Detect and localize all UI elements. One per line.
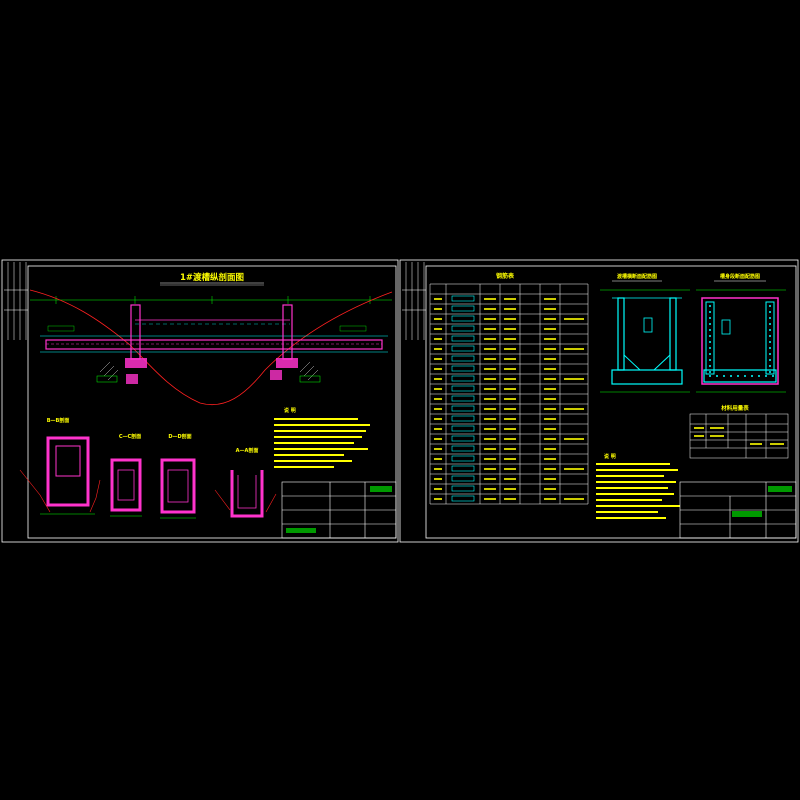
section-b-view: B—B剖面 <box>19 417 101 515</box>
top-dimension-line <box>30 296 392 304</box>
section-a-title: A—A剖面 <box>236 447 259 454</box>
section-a-view: A—A剖面 <box>214 447 277 518</box>
right-sheet-outer-frame <box>399 259 799 543</box>
trough-body-reinforcement-view: 槽身段断面配筋图 <box>696 273 786 393</box>
rebar-table: 钢筋表 <box>429 272 589 505</box>
terrain-profile-line <box>29 289 393 406</box>
rebar-table-title: 钢筋表 <box>496 272 515 280</box>
left-binding-strip <box>4 262 28 340</box>
section-c-view: C—C剖面 <box>110 433 142 517</box>
pier-left <box>125 304 147 384</box>
aqueduct-deck <box>40 319 388 353</box>
ground-hatching <box>99 361 319 381</box>
cross-section-reinforcement-view: 渡槽横断面配筋图 <box>600 273 690 393</box>
left-sheet-inner-frame <box>27 265 397 539</box>
right-notes-block: 说 明 <box>596 453 680 519</box>
right-notes-title: 说 明 <box>604 453 616 460</box>
materials-table: 材料用量表 <box>689 404 789 459</box>
elevation-labels <box>47 325 367 383</box>
left-notes-block: 说 明 <box>274 407 370 468</box>
longitudinal-section-title: 1#渡槽纵剖面图 <box>180 272 244 283</box>
section-c-title: C—C剖面 <box>119 433 141 440</box>
section-b-title: B—B剖面 <box>47 417 70 424</box>
right-binding-strip <box>402 262 426 340</box>
right-sheet-inner-frame <box>425 265 797 539</box>
section-d-view: D—D剖面 <box>160 433 196 519</box>
left-sheet-outer-frame <box>1 259 399 543</box>
right-title-block <box>679 481 797 539</box>
pier-right <box>270 304 298 380</box>
right-drawing-sheet: 钢筋表 渡槽横断面配筋图 槽身段断面配筋图 <box>399 259 799 543</box>
trough-body-view-title: 槽身段断面配筋图 <box>720 273 760 280</box>
left-title-block <box>281 481 397 539</box>
section-d-title: D—D剖面 <box>168 433 191 440</box>
cross-section-view-title: 渡槽横断面配筋图 <box>617 273 657 280</box>
materials-table-title: 材料用量表 <box>721 404 749 412</box>
left-notes-title: 说 明 <box>284 407 296 414</box>
left-drawing-sheet: 1#渡槽纵剖面图 <box>1 259 399 543</box>
